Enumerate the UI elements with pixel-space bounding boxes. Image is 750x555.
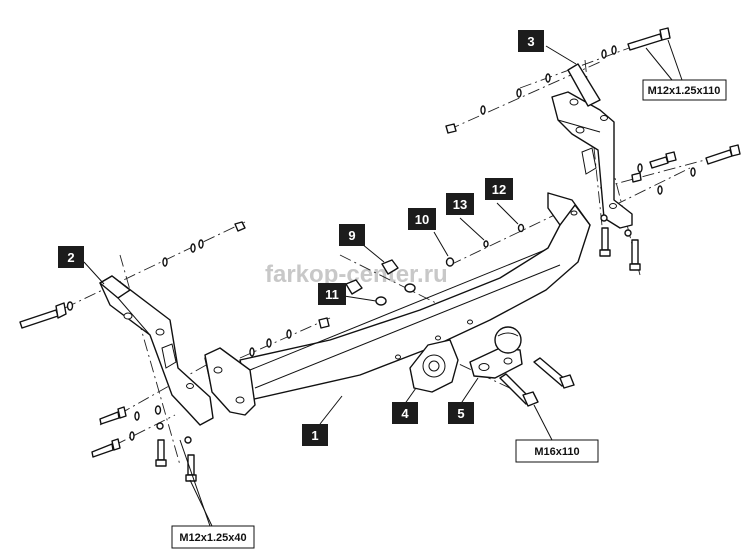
callout-12: 12 xyxy=(485,178,513,200)
callout-1: 1 xyxy=(302,424,328,446)
electrical-socket-plate xyxy=(409,339,459,393)
ball-mounting-bolts xyxy=(499,357,575,407)
right-bolts-nuts xyxy=(445,27,741,271)
spec-top-bolt: M12x1.25x110 xyxy=(642,79,727,101)
callout-13: 13 xyxy=(446,193,474,215)
callout-9-label: 9 xyxy=(348,228,355,243)
spec-ball-bolt: M16x110 xyxy=(515,439,599,463)
main-crossbar xyxy=(204,192,591,416)
left-bolts xyxy=(19,301,197,482)
callout-5-label: 5 xyxy=(457,406,464,421)
tow-ball xyxy=(469,326,523,379)
callout-10-label: 10 xyxy=(415,212,429,227)
assembly-centerlines xyxy=(24,32,736,466)
callout-13-label: 13 xyxy=(453,197,467,212)
spec-top-bolt-label: M12x1.25x110 xyxy=(648,85,721,97)
callout-9: 9 xyxy=(339,224,365,246)
callout-3: 3 xyxy=(518,30,544,52)
right-mounting-bracket xyxy=(551,63,633,229)
callout-4-label: 4 xyxy=(401,406,409,421)
spec-bottom-bolt: M12x1.25x40 xyxy=(171,525,255,549)
left-nuts-washers xyxy=(129,221,330,444)
callout-2: 2 xyxy=(58,246,84,268)
center-nuts-washers xyxy=(345,223,525,306)
callout-12-label: 12 xyxy=(492,182,506,197)
callout-10: 10 xyxy=(408,208,436,230)
callout-11: 11 xyxy=(318,283,346,305)
callout-11-label: 11 xyxy=(325,287,339,302)
callout-4: 4 xyxy=(392,402,418,424)
spec-bottom-bolt-label: M12x1.25x40 xyxy=(179,532,246,544)
callout-3-label: 3 xyxy=(527,34,534,49)
callout-2-label: 2 xyxy=(67,250,74,265)
callout-5: 5 xyxy=(448,402,474,424)
left-mounting-bracket xyxy=(99,275,214,426)
spec-ball-bolt-label: M16x110 xyxy=(534,446,579,458)
callout-1-label: 1 xyxy=(311,428,318,443)
